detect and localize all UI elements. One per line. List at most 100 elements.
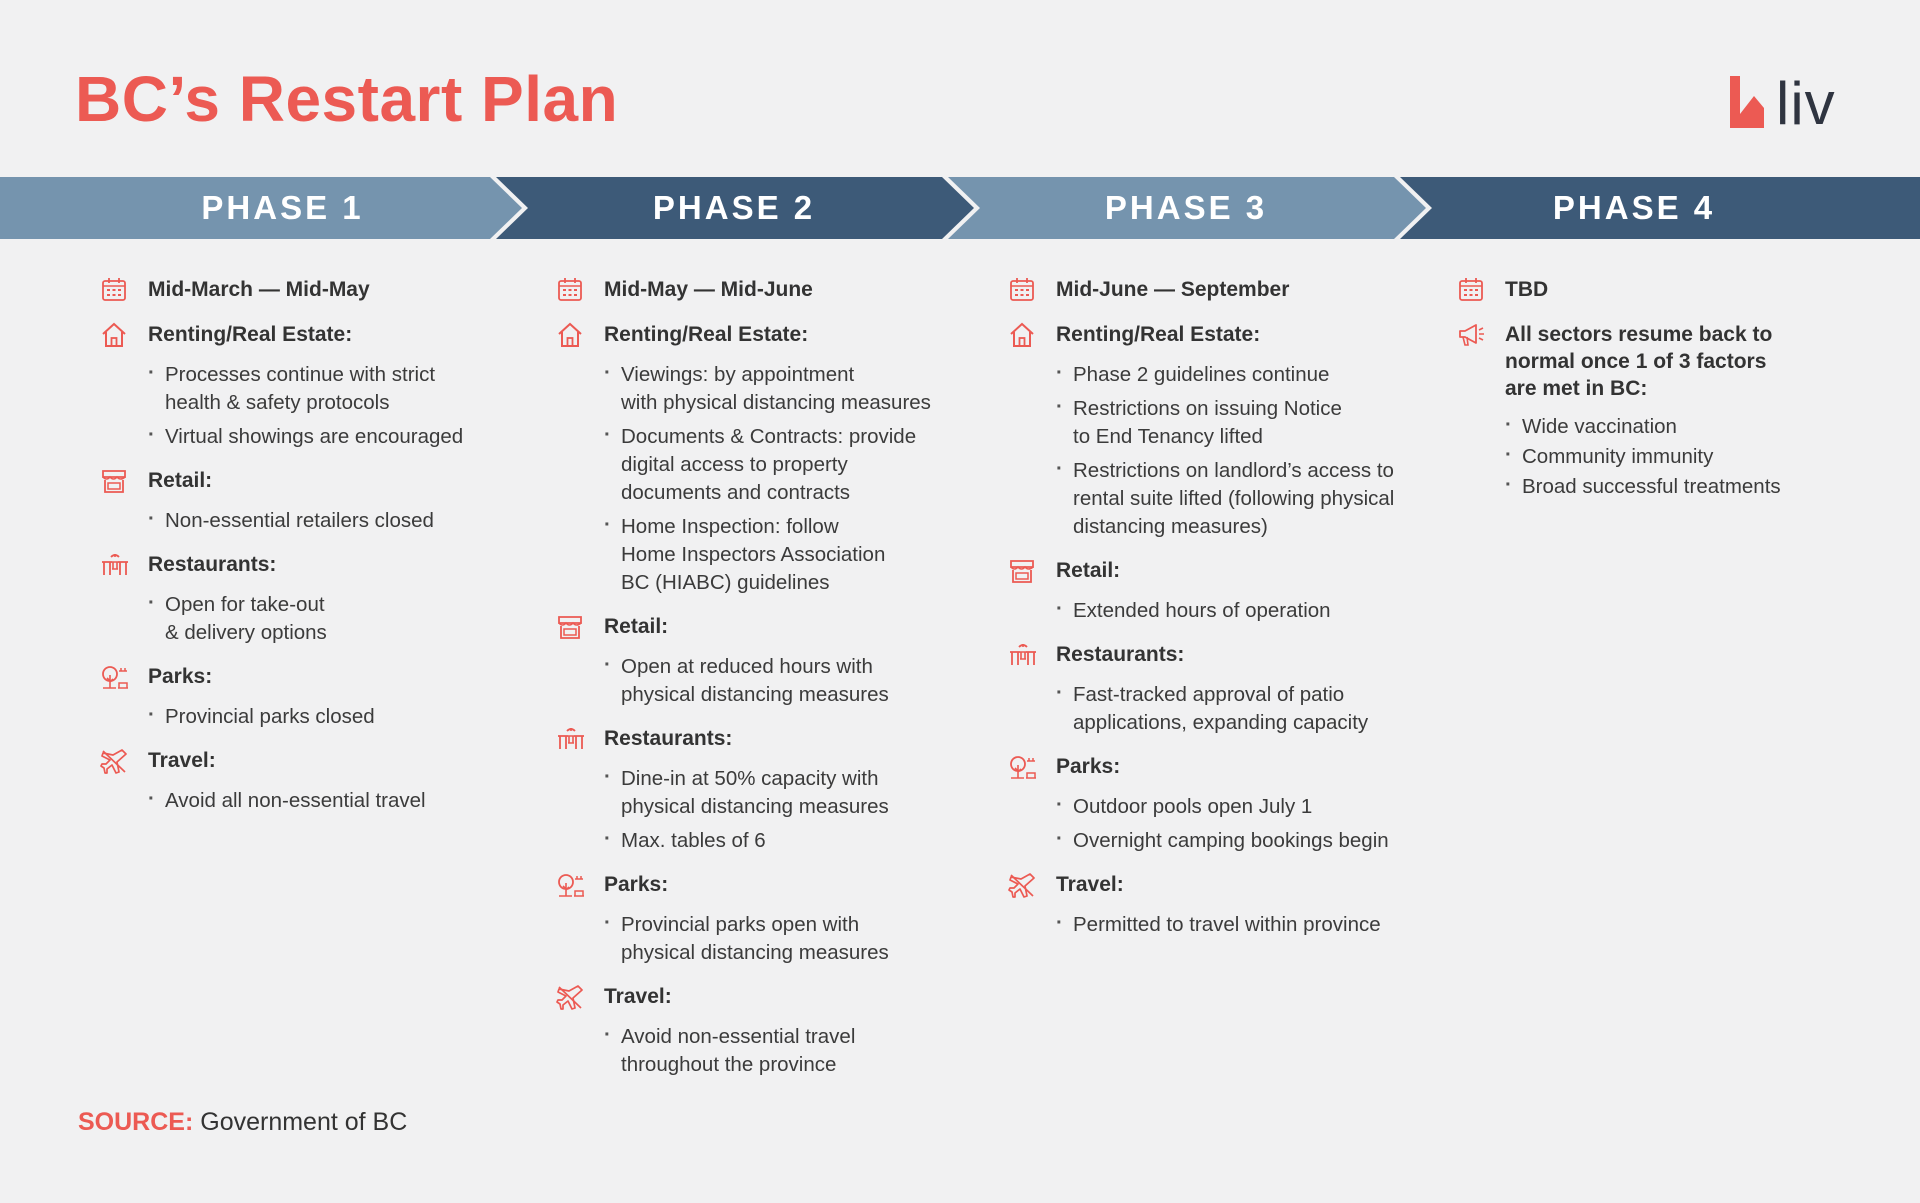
section-title: Retail: [148,469,213,492]
brand-wordmark: liv [1776,70,1836,137]
section-travel: Travel: Permitted to travel within provi… [1008,871,1438,939]
period-text: TBD [1505,278,1549,301]
section-retail: Retail: Extended hours of operation [1008,557,1438,625]
phase-4-arrow [1400,177,1920,239]
list-item: Open at reduced hours with physical dist… [604,651,976,709]
house-icon [1010,322,1034,347]
section-title: Travel: [604,985,672,1008]
list-item: Home Inspection: follow Home Inspectors … [604,511,976,597]
list-item: Processes continue with strict health & … [148,359,500,417]
section-title: Restaurants: [604,727,733,750]
section-parks: Parks: Provincial parks open with physic… [556,871,976,967]
park-icon [102,666,128,689]
list-item: Restrictions on landlord’s access to ren… [1056,455,1438,541]
period-text: Mid-March — Mid-May [148,278,370,301]
list-item: Restrictions on issuing Notice to End Te… [1056,393,1438,451]
list-item: Community immunity [1505,442,1877,470]
plane-icon [556,985,583,1010]
list-item: Overnight camping bookings begin [1056,825,1438,855]
section-title: Renting/Real Estate: [1056,323,1261,346]
phase-period: Mid-March — Mid-May [100,276,500,304]
section-restaurants: Restaurants: Open for take-out & deliver… [100,551,500,647]
phase-timeline-bar [0,177,1920,239]
phase-1-column: Mid-March — Mid-May Renting/Real Estate:… [100,276,500,831]
section-title: Renting/Real Estate: [604,323,809,346]
calendar-icon [102,278,126,301]
page-title: BC’s Restart Plan [75,63,619,135]
list-item: Fast-tracked approval of patio applicati… [1056,679,1438,737]
section-travel: Travel: Avoid non-essential travel throu… [556,983,976,1079]
source-text: Government of BC [200,1108,408,1136]
section-title: Travel: [148,749,216,772]
section-title: Retail: [1056,559,1121,582]
calendar-icon [1459,278,1483,301]
brand-logo: liv [1728,72,1836,134]
house-icon [102,322,126,347]
section-title: Restaurants: [1056,643,1185,666]
section-restaurants: Restaurants: Fast-tracked approval of pa… [1008,641,1438,737]
list-item: Non-essential retailers closed [148,505,500,535]
calendar-icon [1010,278,1034,301]
calendar-icon [558,278,582,301]
store-icon [102,470,126,493]
period-text: Mid-May — Mid-June [604,278,813,301]
list-item: Dine-in at 50% capacity with physical di… [604,763,976,821]
section-title: Retail: [604,615,669,638]
list-item: Phase 2 guidelines continue [1056,359,1438,389]
section-parks: Parks: Provincial parks closed [100,663,500,731]
list-item: Broad successful treatments [1505,472,1877,500]
source-note: SOURCE: Government of BC [78,1108,407,1137]
list-item: Extended hours of operation [1056,595,1438,625]
list-item: Open for take-out & delivery options [148,589,500,647]
section-restaurants: Restaurants: Dine-in at 50% capacity wit… [556,725,976,855]
section-title: Travel: [1056,873,1124,896]
section-travel: Travel: Avoid all non-essential travel [100,747,500,815]
plane-icon [1008,873,1035,898]
section-title: Parks: [148,665,213,688]
section-title: Renting/Real Estate: [148,323,353,346]
phase-3-label: PHASE 3 [1104,189,1268,226]
house-icon [558,322,582,347]
section-all-sectors: All sectors resume back to normal once 1… [1457,321,1877,500]
plane-icon [100,749,127,774]
source-label: SOURCE: [78,1108,194,1136]
megaphone-icon [1459,324,1484,346]
list-item: Outdoor pools open July 1 [1056,791,1438,821]
store-icon [1010,560,1034,583]
section-renting: Renting/Real Estate: Viewings: by appoin… [556,321,976,597]
restaurant-icon [558,728,584,749]
section-parks: Parks: Outdoor pools open July 1 Overnig… [1008,753,1438,855]
restaurant-icon [102,554,128,575]
park-icon [558,874,584,897]
section-title: Restaurants: [148,553,277,576]
phase-3-arrow [948,177,1426,239]
phase-2-label: PHASE 2 [652,189,816,226]
section-title: All sectors resume back to normal once 1… [1505,323,1773,400]
restaurant-icon [1010,644,1036,665]
section-retail: Retail: Non-essential retailers closed [100,467,500,535]
phase-period: Mid-May — Mid-June [556,276,976,304]
list-item: Provincial parks closed [148,701,500,731]
phase-period: TBD [1457,276,1877,304]
list-item: Provincial parks open with physical dist… [604,909,976,967]
phase-2-column: Mid-May — Mid-June Renting/Real Estate: … [556,276,976,1095]
section-renting: Renting/Real Estate: Phase 2 guidelines … [1008,321,1438,541]
section-title: Parks: [604,873,669,896]
store-icon [558,616,582,639]
park-icon [1010,756,1036,779]
section-title: Parks: [1056,755,1121,778]
phase-4-column: TBD All sectors resume back to normal on… [1457,276,1877,516]
list-item: Max. tables of 6 [604,825,976,855]
list-item: Documents & Contracts: provide digital a… [604,421,976,507]
list-item: Virtual showings are encouraged [148,421,500,451]
phase-2-arrow [496,177,974,239]
phase-period: Mid-June — September [1008,276,1438,304]
section-renting: Renting/Real Estate: Processes continue … [100,321,500,451]
list-item: Avoid all non-essential travel [148,785,500,815]
section-retail: Retail: Open at reduced hours with physi… [556,613,976,709]
phase-1-label: PHASE 1 [201,189,364,226]
brand-mark-icon [1730,76,1764,128]
phase-3-column: Mid-June — September Renting/Real Estate… [1008,276,1438,955]
list-item: Wide vaccination [1505,412,1877,440]
list-item: Avoid non-essential travel throughout th… [604,1021,976,1079]
